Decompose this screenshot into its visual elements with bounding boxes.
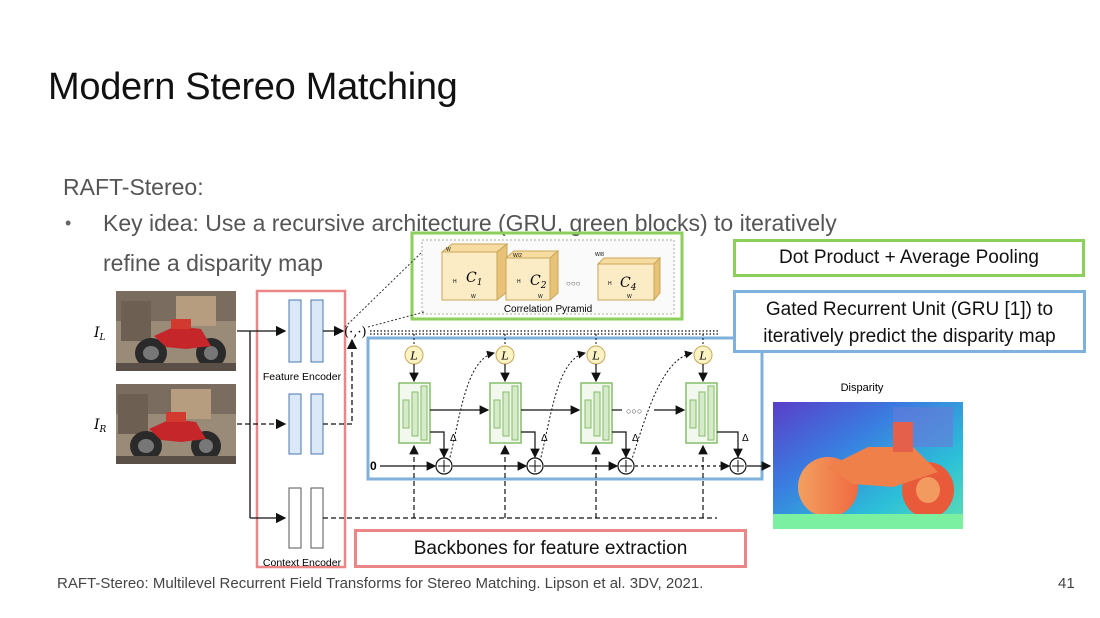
correlation-volume-c4 (596, 256, 662, 302)
corr-c4-bottom-dim: W (627, 294, 632, 300)
feature-encoder-right-block-b (310, 393, 324, 455)
gru-ellipsis: ○○○ (626, 406, 642, 416)
correlation-pyramid-label: Correlation Pyramid (504, 304, 592, 315)
tuple-label: (·,·) (344, 325, 367, 340)
corr-c1-label: C1 (466, 270, 482, 288)
page-number: 41 (1058, 575, 1075, 592)
gru-block-2 (489, 382, 522, 444)
right-stereo-image (116, 384, 236, 464)
sum-node-1 (435, 457, 453, 475)
gru-block-4 (685, 382, 718, 444)
gru-callout-line-2: iteratively predict the disparity map (763, 326, 1056, 347)
corr-c1-bottom-dim: W (471, 294, 476, 300)
feature-encoder-left-block-b (310, 299, 324, 363)
left-stereo-image (116, 291, 236, 371)
svg-text:L: L (409, 350, 417, 363)
backbone-highlight-box (255, 289, 347, 569)
context-encoder-block-a (288, 487, 302, 549)
input-right-label: IR (93, 417, 107, 435)
gru4-delta (717, 431, 743, 459)
delta-label-4: Δ (742, 433, 749, 444)
sum-node-2 (526, 457, 544, 475)
delta-label-2: Δ (541, 433, 548, 444)
corr-c4-side-dim: H (608, 281, 612, 287)
delta-label-1: Δ (450, 433, 457, 444)
key-idea-line-2: refine a disparity map (103, 250, 323, 276)
context-encoder-label: Context Encoder (263, 557, 342, 569)
delta-label-3: Δ (632, 433, 639, 444)
correlation-volume-c1 (440, 242, 509, 302)
lookup-node-1: L (404, 345, 424, 365)
gru2-delta (521, 431, 540, 459)
bullet-marker: • (65, 213, 72, 233)
disparity-map-image (773, 402, 963, 529)
corr-c4-top-dim: W/8 (595, 252, 604, 258)
correlation-highlight-box (410, 231, 684, 321)
corr-c1-top-dim: W (446, 247, 451, 253)
backbone-callout: Backbones for feature extraction (354, 529, 747, 568)
input-left-label: IL (93, 325, 106, 343)
feedback-curve-1 (447, 350, 495, 466)
sum-node-3 (617, 457, 635, 475)
feature-right-output (323, 338, 358, 425)
gru3-delta (612, 431, 631, 459)
corr-c2-top-dim: W/2 (513, 253, 522, 259)
tuple-to-pyramid-lower (367, 311, 425, 328)
tuple-to-pyramid-upper (344, 251, 423, 328)
lookup-node-2: L (495, 345, 515, 365)
correlation-volume-c2 (504, 249, 560, 302)
feedback-curve-3 (629, 350, 693, 466)
corr-c2-bottom-dim: W (538, 294, 543, 300)
gru1-delta (430, 431, 449, 459)
svg-text:L: L (591, 350, 599, 363)
gru-callout: Gated Recurrent Unit (GRU [1]) to iterat… (733, 290, 1086, 353)
feature-encoder-left-block-a (288, 299, 302, 363)
sum-node-4 (729, 457, 747, 475)
corr-ellipsis: ○○○ (566, 279, 581, 288)
feature-encoder-label: Feature Encoder (263, 371, 342, 383)
gru-highlight-box (366, 336, 764, 481)
corr-c2-label: C2 (530, 273, 547, 291)
disparity-label: Disparity (841, 382, 884, 394)
feature-encoder-right-block-a (288, 393, 302, 455)
gru-block-3 (580, 382, 613, 444)
corr-c1-side-dim: H (453, 279, 457, 285)
gru-block-1 (398, 382, 431, 444)
slide-subtitle: RAFT-Stereo: (63, 174, 204, 200)
feedback-curve-2 (538, 350, 586, 466)
lookup-node-3: L (586, 345, 606, 365)
context-encoder-block-b (310, 487, 324, 549)
corr-c4-label: C4 (620, 275, 637, 293)
slide-title: Modern Stereo Matching (48, 66, 458, 108)
citation: RAFT-Stereo: Multilevel Recurrent Field … (57, 575, 704, 592)
initial-disparity-zero: 0 (370, 459, 377, 473)
corr-c2-side-dim: H (517, 279, 521, 285)
lookup-node-4: L (693, 345, 713, 365)
gru-callout-line-1: Gated Recurrent Unit (GRU [1]) to (765, 299, 1054, 320)
correlation-callout: Dot Product + Average Pooling (733, 239, 1085, 277)
svg-text:L: L (500, 350, 508, 363)
svg-text:L: L (698, 350, 706, 363)
